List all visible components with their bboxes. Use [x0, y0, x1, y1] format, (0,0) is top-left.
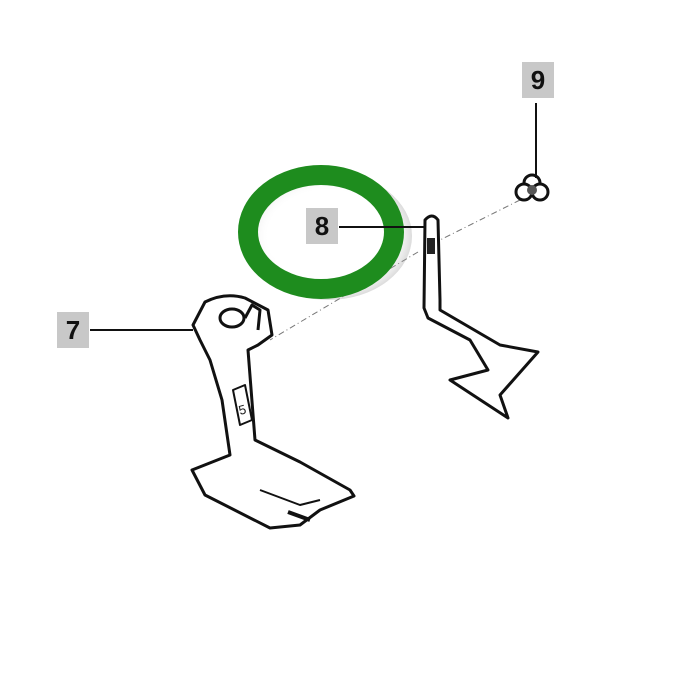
presser-foot-part: [190, 294, 356, 530]
callout-9[interactable]: 9: [522, 62, 554, 98]
callout-7[interactable]: 7: [57, 312, 89, 348]
leader-lines: [90, 103, 537, 331]
foot-stamp-label: 5: [237, 402, 248, 418]
thread-guide-bracket-part: [422, 214, 540, 420]
callout-8[interactable]: 8: [306, 208, 338, 244]
screw-part: [514, 173, 550, 202]
